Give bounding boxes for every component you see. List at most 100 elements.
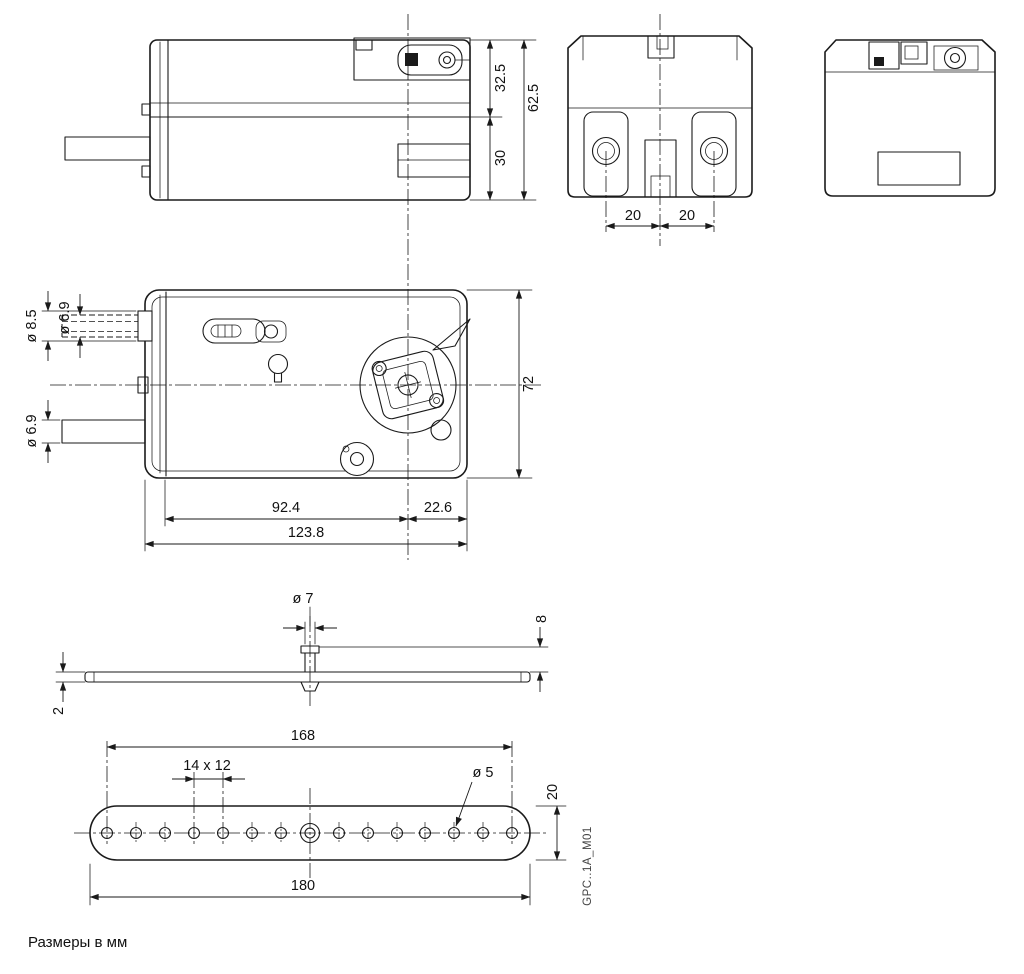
front-view: 20 20 [567,14,753,246]
dim-label-width: 72 [521,376,537,392]
dim-label-height-bottom: 30 [493,150,509,166]
gland-square [405,53,418,66]
gland-nut [438,51,456,69]
hole [361,826,375,840]
shaft-clamp-front [644,139,677,198]
side-view: 32.5 30 62.5 [64,37,542,201]
center-hole-inner [304,827,316,839]
keyhole [267,353,289,375]
button-housing [255,320,287,343]
hollow-shaft-hidden [61,314,138,338]
gear-disengage-center [349,451,365,467]
hole [332,826,346,840]
hole [418,826,432,840]
label-plate [877,151,961,186]
dim-label-screw-height: 8 [534,615,550,623]
dim-label-plate-width: 20 [545,784,561,800]
dim-label-shaft-bottom: ø 6.9 [24,414,40,447]
gland-nut-center [442,55,452,65]
bracket-side-view: ø 7 8 2 [51,591,550,715]
button-pivot [263,324,279,339]
dim-label-shaft-top: ø 6.9 [57,301,73,334]
actuator-top-inner-outline [151,296,461,472]
dim-label-plate-length: 180 [291,878,315,894]
shaft-clamp-inner [650,175,671,198]
center-hole-outer [299,822,321,844]
hole [390,826,404,840]
back-view [824,39,996,197]
label-leader [455,781,473,827]
actuator-front-outline [567,35,753,198]
clamp-bolt-center [375,365,383,372]
clamp-bolt-center [433,397,440,404]
dim-label-height-top: 32.5 [493,64,509,92]
dim-label-hole-span: 168 [291,728,315,744]
position-pointer [432,318,471,351]
hole [129,826,143,840]
actuator-back-outline [824,39,996,197]
dim-label-height-total: 62.5 [526,84,542,112]
mounting-holes [100,822,519,844]
bracket-plate-edge [84,671,531,683]
shaft-clamp-assembly [371,350,445,420]
clamp-body [372,350,444,420]
hole-center-ticks [135,822,484,844]
actuator-top-outline [144,289,468,479]
extension-lines [55,621,549,683]
hollow-shaft-bore-hidden [62,321,138,332]
release-button [210,324,242,338]
connector-square [874,57,884,66]
hole [100,826,114,840]
shaft-boss [137,310,153,342]
dim-label-hole-pattern: 14 x 12 [183,758,231,774]
clip-tab [141,103,151,116]
dim-label-plate-thickness: 2 [51,707,67,715]
tab-slot [656,35,669,50]
cable-clip [355,39,373,51]
dim-label-hole-dia: ø 5 [473,765,494,781]
button-serrations [217,324,233,338]
drive-shaft [64,136,151,161]
screw-head [300,681,320,692]
title-block: GPC..1A_M01 Размеры в мм [28,826,594,951]
hole [245,826,259,840]
hole-extension-lines [106,741,513,844]
connector-block [868,41,900,70]
dim-label-total-length: 123.8 [288,525,324,541]
gland-circle [943,46,967,70]
hole [476,826,490,840]
bracket-top-view: 168 14 x 12 ø 5 20 180 [74,728,567,906]
terminal-block [353,37,471,81]
connector-detail [904,45,919,60]
hole [216,826,230,840]
connector-block-2 [900,41,928,65]
gear-disengage-button [339,441,375,477]
hole [187,826,201,840]
gland-circle-inner [949,52,961,64]
body-detail-lines [149,41,471,199]
anti-rotation-tab [647,35,675,59]
lower-shaft [61,419,146,444]
dim-label-hole-offset-right: 20 [679,208,695,224]
dim-label-screw-dia: ø 7 [293,591,314,607]
small-screw [342,445,350,453]
dim-label-body-length: 92.4 [272,500,300,516]
hole [505,826,519,840]
clip-tab [141,165,151,178]
screw-hole [430,419,452,441]
units-note: Размеры в мм [28,934,127,951]
bottom-cover-detail [397,143,471,178]
hole [447,826,461,840]
bracket-centerlines [74,788,546,878]
clamp-bolt [429,392,445,409]
dim-label-boss: ø 8.5 [24,309,40,342]
clamp-inner [382,360,434,410]
hole [158,826,172,840]
gland-housing [933,45,979,71]
clamp-bolt [371,360,387,377]
top-view: ø 6.9 ø 8.5 ø 6.9 72 92.4 22.6 123.8 [24,289,542,552]
plate-end-lines [93,671,522,683]
extension-lines [89,805,567,906]
